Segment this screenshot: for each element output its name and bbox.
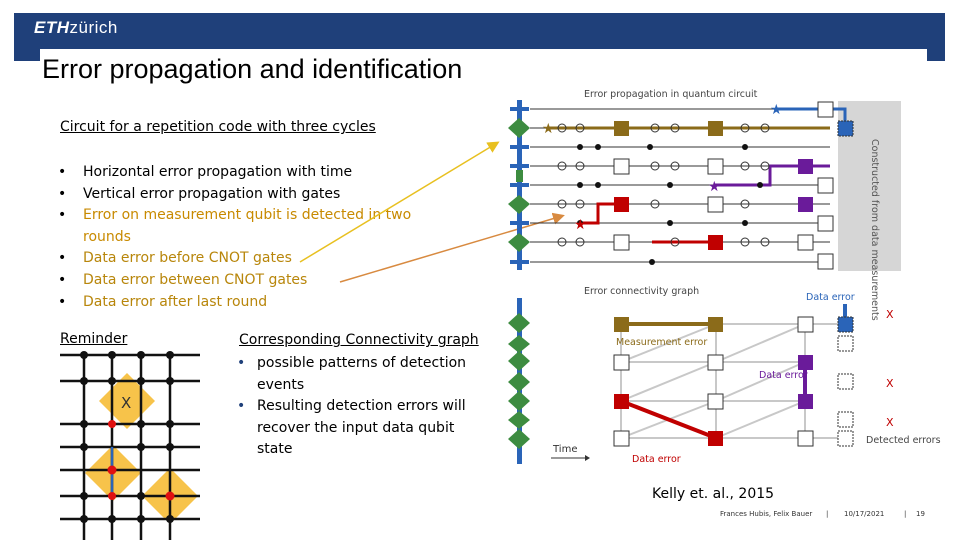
error-bullets: Horizontal error propagation with time V… [58, 162, 448, 313]
lattice-red-dots [107, 420, 175, 501]
svg-text:★: ★ [574, 217, 587, 233]
circuit-subtitle: Circuit for a repetition code with three… [60, 119, 376, 135]
measurement-error-label: Measurement error [616, 337, 707, 348]
x-mark-3: X [886, 416, 894, 429]
graph-title: Error connectivity graph [584, 286, 699, 297]
measure-boxes [613, 101, 854, 270]
cnot-dots [577, 144, 763, 265]
svg-text:★: ★ [708, 179, 721, 195]
time-arrow-head [585, 455, 590, 461]
citation: Kelly et. al., 2015 [652, 486, 775, 502]
bullet-after-last: Data error after last round [58, 292, 448, 314]
constructed-panel [838, 101, 901, 271]
data-error-top-label: Data error [806, 292, 855, 303]
x-mark-2: X [886, 377, 894, 390]
x-mark-1: X [886, 308, 894, 321]
footer-date: 10/17/2021 [844, 510, 885, 518]
connectivity-bullets: possible patterns of detection events Re… [237, 353, 492, 461]
footer-sep-1: | [826, 510, 829, 518]
page-title: Error propagation and identification [42, 54, 463, 84]
connectivity-title: Corresponding Connectivity graph [239, 332, 479, 348]
ladder-bottom [508, 298, 530, 464]
circuit-wires [530, 108, 830, 263]
title-area [40, 49, 927, 94]
graph-nodes [613, 316, 854, 447]
svg-text:★: ★ [770, 102, 783, 118]
footer-sep-2: | [904, 510, 907, 518]
lattice-grid [60, 353, 200, 540]
bullet-before-cnot: Data error before CNOT gates [58, 248, 448, 270]
qubit-ladder [508, 100, 530, 270]
footer-page: 19 [916, 510, 925, 518]
data-error-mid-label: Data error [759, 370, 808, 381]
svg-text:★: ★ [542, 121, 555, 137]
lattice-x-label: X [121, 394, 131, 412]
detected-errors-label: Detected errors [866, 435, 941, 446]
lattice-dots [80, 351, 174, 523]
cnot-targets [557, 123, 770, 247]
bullet-horizontal: Horizontal error propagation with time [58, 162, 448, 184]
cg-bullet-recover: Resulting detection errors will recover … [237, 396, 492, 461]
footer-authors: Frances Hubis, Felix Bauer [720, 510, 813, 518]
time-label: Time [552, 444, 577, 455]
graph-edges [620, 323, 845, 439]
eth-logo: ETHzürich [34, 18, 118, 37]
star-markers: ★ ★ ★ ★ [542, 102, 783, 233]
graph-highlight-edges [620, 304, 847, 440]
cg-bullet-patterns: possible patterns of detection events [237, 353, 492, 396]
error-paths [548, 107, 847, 244]
bullet-between-cnot: Data error between CNOT gates [58, 270, 448, 292]
bullet-vertical: Vertical error propagation with gates [58, 184, 448, 206]
constructed-label: Constructed from data measurements [869, 139, 880, 321]
lattice-diamonds [85, 373, 198, 524]
data-error-bottom-label: Data error [632, 454, 681, 465]
reminder-label: Reminder [60, 331, 128, 347]
bullet-measurement: Error on measurement qubit is detected i… [58, 205, 448, 248]
